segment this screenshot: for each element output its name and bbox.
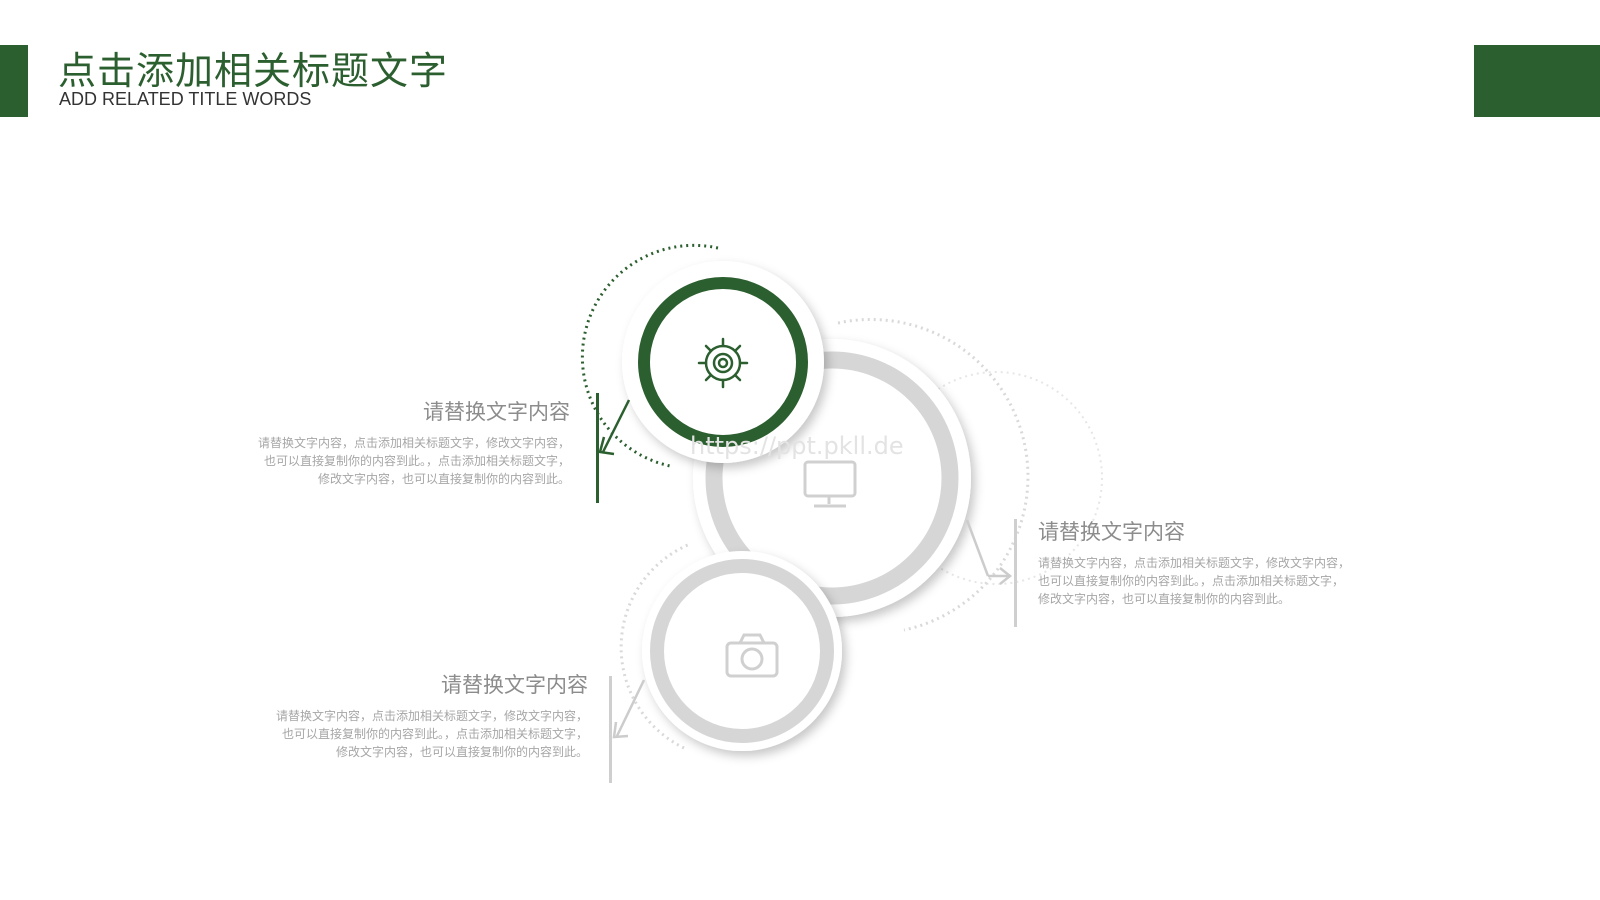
block-body-line: 请替换文字内容，点击添加相关标题文字，修改文字内容，: [275, 709, 588, 723]
watermark-text: https://ppt.pkll.de: [690, 432, 904, 460]
page-subtitle: ADD RELATED TITLE WORDS: [59, 89, 312, 109]
right-accent-bar: [1474, 45, 1600, 117]
block-body: 请替换文字内容，点击添加相关标题文字，修改文字内容， 也可以直接复制你的内容到此…: [210, 434, 570, 488]
camera-circle[interactable]: [642, 551, 842, 751]
block-body-line: 修改文字内容，也可以直接复制你的内容到此。: [335, 745, 588, 759]
gear-icon: [697, 337, 749, 389]
block-body-line: 修改文字内容，也可以直接复制你的内容到此。: [317, 472, 570, 486]
block-body-line: 请替换文字内容，点击添加相关标题文字，修改文字内容，: [1038, 556, 1351, 570]
block-heading: 请替换文字内容: [1038, 520, 1185, 544]
block-body-line: 修改文字内容，也可以直接复制你的内容到此。: [1038, 592, 1291, 606]
text-block-gear: 请替换文字内容 请替换文字内容，点击添加相关标题文字，修改文字内容， 也可以直接…: [210, 396, 570, 488]
left-accent-bar: [0, 45, 28, 117]
block-body-line: 请替换文字内容，点击添加相关标题文字，修改文字内容，: [257, 436, 570, 450]
text-block-monitor: 请替换文字内容 请替换文字内容，点击添加相关标题文字，修改文字内容， 也可以直接…: [1038, 516, 1398, 608]
page-title: 点击添加相关标题文字: [58, 49, 449, 93]
block-body-line: 也可以直接复制你的内容到此。，点击添加相关标题文字，: [1038, 574, 1345, 588]
connector-camera: [612, 679, 646, 739]
connector-gear: [598, 399, 631, 456]
block-divider-2: [1014, 519, 1017, 627]
gear-circle[interactable]: [622, 261, 824, 463]
monitor-dotted-arc: [837, 318, 1030, 632]
block-heading: 请替换文字内容: [441, 673, 588, 697]
block-body-line: 也可以直接复制你的内容到此。，点击添加相关标题文字，: [263, 454, 570, 468]
block-divider-1: [596, 393, 599, 503]
monitor-icon: [803, 460, 857, 508]
block-divider-3: [609, 676, 612, 783]
block-body: 请替换文字内容，点击添加相关标题文字，修改文字内容， 也可以直接复制你的内容到此…: [1038, 554, 1398, 608]
monitor-orbit: [889, 371, 1103, 585]
gear-dotted-arc: [580, 243, 719, 468]
text-block-camera: 请替换文字内容 请替换文字内容，点击添加相关标题文字，修改文字内容， 也可以直接…: [228, 669, 588, 761]
camera-dotted-arc: [619, 542, 691, 750]
camera-icon: [725, 633, 779, 678]
block-heading: 请替换文字内容: [423, 400, 570, 424]
connector-monitor: [965, 519, 1013, 585]
block-body-line: 也可以直接复制你的内容到此。，点击添加相关标题文字，: [281, 727, 588, 741]
block-body: 请替换文字内容，点击添加相关标题文字，修改文字内容， 也可以直接复制你的内容到此…: [228, 707, 588, 761]
